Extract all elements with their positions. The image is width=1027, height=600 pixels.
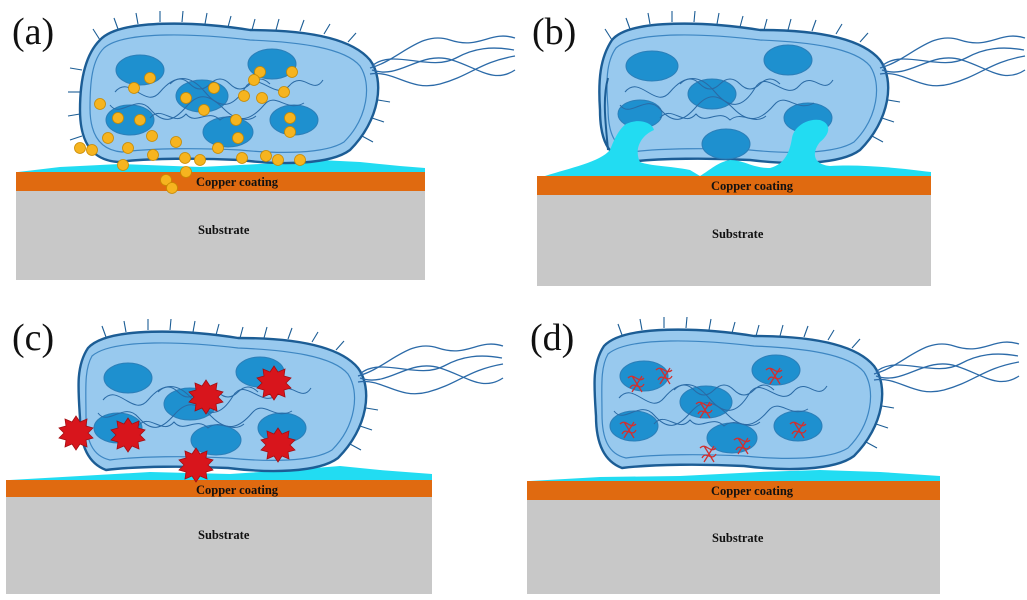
substrate-layer <box>537 195 931 286</box>
bacterium-cell <box>593 316 1020 471</box>
damaged-dna <box>699 445 717 463</box>
substrate-label: Substrate <box>198 528 250 542</box>
panel-b: (b) Copper coating Substrate <box>532 10 1026 286</box>
copper-coating-layer <box>16 172 425 191</box>
membrane-spikes <box>617 316 895 449</box>
copper-coating-label: Copper coating <box>196 483 279 497</box>
ros-burst <box>260 427 296 463</box>
damaged-dna <box>789 421 807 439</box>
cytoplasm-leakage <box>545 77 931 176</box>
substrate-layer <box>16 191 425 280</box>
reactive-oxygen-species <box>58 365 296 483</box>
membrane-spikes <box>604 10 901 143</box>
copper-ions <box>74 66 306 194</box>
ros-burst <box>256 365 292 401</box>
membrane-spikes <box>101 318 379 451</box>
panel-d: (d) Copper coating Substrate <box>527 316 1020 594</box>
panel-letter: (d) <box>530 317 574 359</box>
leakage-film <box>530 470 940 481</box>
copper-coating-label: Copper coating <box>196 175 279 189</box>
damaged-dna <box>765 367 783 385</box>
leakage-film <box>10 466 432 480</box>
bacterium-cell <box>67 10 516 165</box>
copper-coating-label: Copper coating <box>711 484 794 498</box>
ros-burst <box>188 379 224 415</box>
substrate-layer <box>6 497 432 594</box>
copper-coating-label: Copper coating <box>711 179 794 193</box>
damaged-dna-marks <box>619 367 807 463</box>
panel-letter: (a) <box>12 11 54 53</box>
copper-coating-layer <box>537 176 931 195</box>
membrane-spikes <box>67 10 391 143</box>
panel-c: (c) Copper coating Substrate <box>6 317 504 594</box>
damaged-dna <box>733 437 751 455</box>
substrate-label: Substrate <box>198 223 250 237</box>
copper-coating-layer <box>527 481 940 500</box>
damaged-dna <box>695 401 713 419</box>
leakage-film <box>18 160 425 172</box>
panel-letter: (b) <box>532 11 576 53</box>
copper-coating-layer <box>6 480 432 497</box>
damaged-dna <box>619 421 637 439</box>
substrate-label: Substrate <box>712 531 764 545</box>
panel-letter: (c) <box>12 317 54 359</box>
bacterium-cell <box>598 10 1026 165</box>
substrate-label: Substrate <box>712 227 764 241</box>
ros-burst <box>58 415 94 451</box>
substrate-layer <box>527 500 940 594</box>
ros-burst <box>178 447 214 483</box>
panel-a: (a) Copper coating Substrate <box>12 10 516 280</box>
damaged-dna <box>627 375 645 393</box>
damaged-dna <box>655 367 673 385</box>
ros-burst <box>110 417 146 453</box>
